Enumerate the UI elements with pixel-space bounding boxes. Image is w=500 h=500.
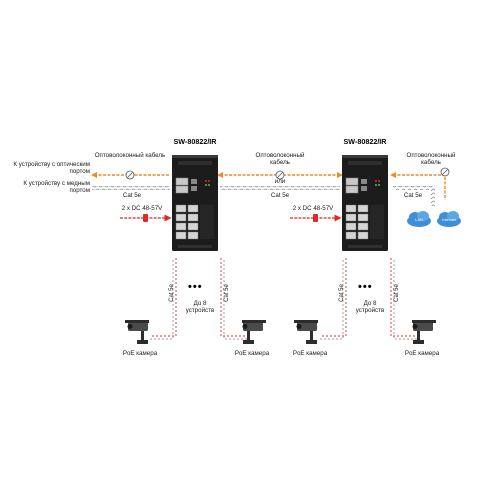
middle-cat-label: Cat 5e xyxy=(270,192,290,199)
camera-label: PoE камера xyxy=(292,350,328,357)
left-fiber-label: Оптоволоконный кабель xyxy=(94,152,166,159)
cloud-icon xyxy=(407,211,461,227)
right-copper-cable xyxy=(393,186,435,206)
middle-copper-cable xyxy=(220,186,340,190)
cloud-right-label: Internet xyxy=(442,217,456,222)
camera-label: PoE камера xyxy=(234,350,270,357)
to-optical-port-label: К устройству с оптическим портом xyxy=(13,161,90,176)
left-power-cable xyxy=(120,214,172,222)
switch-model-label: SW-80822/IR xyxy=(343,137,387,146)
camera-icon xyxy=(125,320,436,344)
poe-cat-label: Cat 5e xyxy=(394,284,400,302)
poe-cat-label: Cat 5e xyxy=(224,284,230,302)
camera-label: PoE камера xyxy=(404,350,440,357)
up-to-devices-label: До 8 устройств xyxy=(355,300,385,315)
poe-cat-label: Cat 5e xyxy=(169,284,175,302)
poe-cat-label: Cat 5e xyxy=(339,284,345,302)
camera-label: PoE камера xyxy=(122,350,158,357)
switch-icon xyxy=(342,155,388,251)
right-fiber-label: Оптоволоконный кабель xyxy=(406,152,456,167)
poe-cables xyxy=(150,258,420,340)
left-fiber-cable xyxy=(91,170,170,180)
left-cat-label: Cat 5e xyxy=(122,192,142,199)
to-copper-port-label: К устройству с медным портом xyxy=(23,180,90,195)
cloud-left-label: LAN xyxy=(415,217,423,222)
switch-model-label: SW-80822/IR xyxy=(173,137,217,146)
left-power-label: 2 x DC 48-57V xyxy=(121,205,163,212)
up-to-devices-label: До 8 устройств xyxy=(185,300,215,315)
more-devices-dots: ••• xyxy=(358,281,373,293)
right-cat-label: Cat 5e xyxy=(403,192,423,199)
middle-power-cable xyxy=(290,214,342,222)
power-fuse-icon xyxy=(313,214,318,222)
middle-fiber-label: Оптоволоконный кабель xyxy=(255,152,305,167)
switch-icon xyxy=(172,155,218,251)
middle-power-label: 2 x DC 48-57V xyxy=(292,205,334,212)
left-copper-cable xyxy=(92,186,170,190)
right-fiber-cable xyxy=(390,167,450,200)
power-fuse-icon xyxy=(143,214,148,222)
middle-fiber-cable xyxy=(217,170,343,180)
middle-or-label: или xyxy=(274,178,286,185)
more-devices-dots: ••• xyxy=(188,281,203,293)
